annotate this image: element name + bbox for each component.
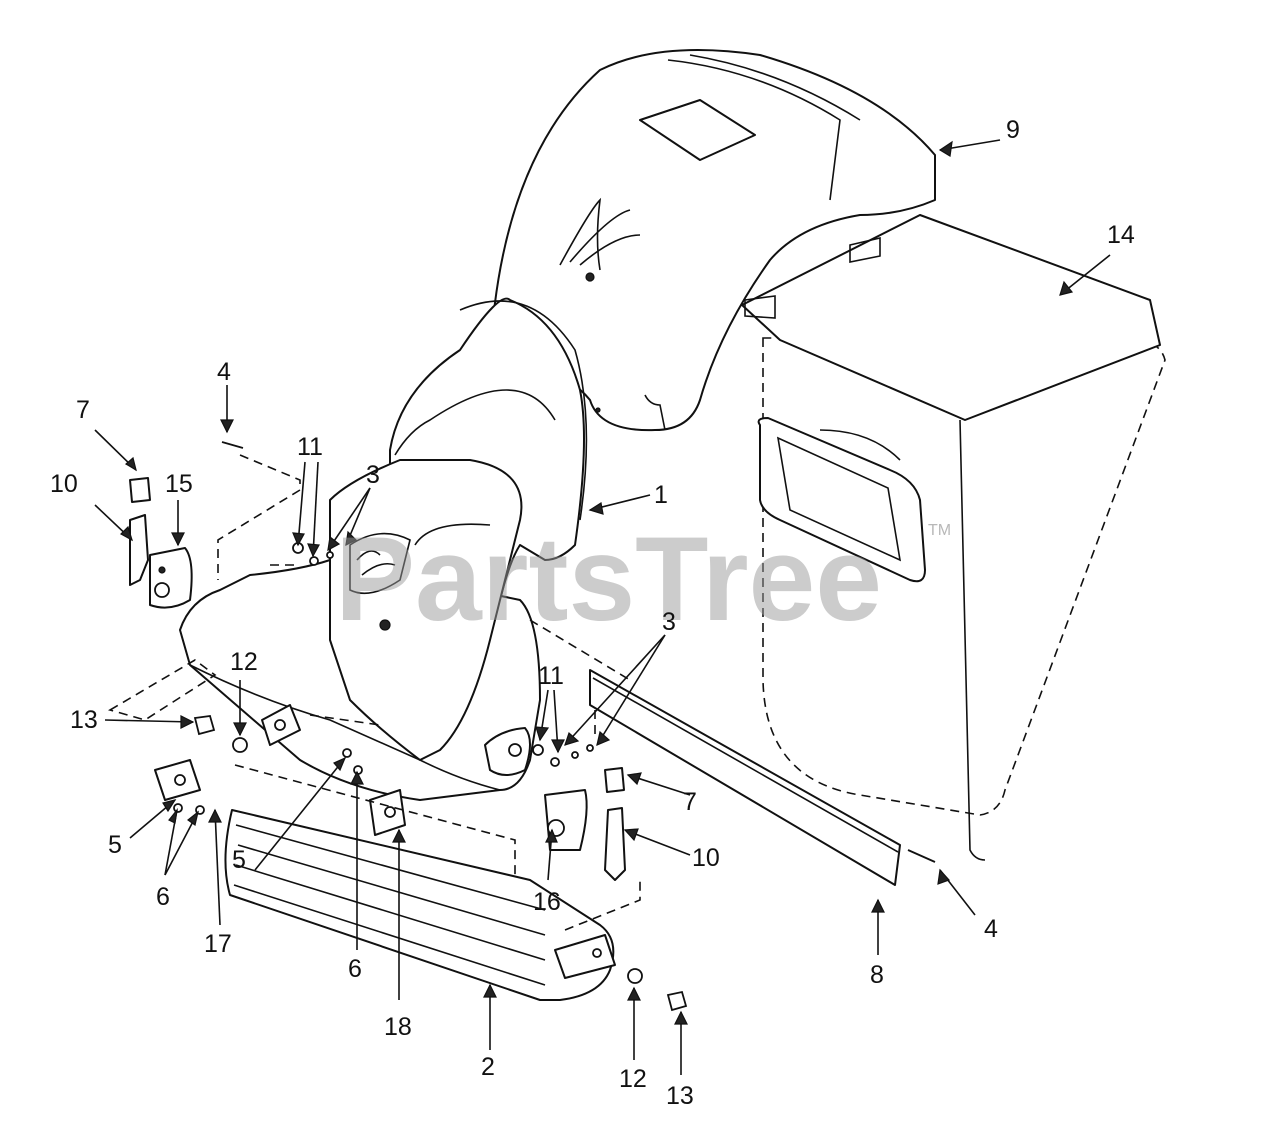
watermark-trademark: TM bbox=[928, 522, 951, 539]
callout-11-left: 11 bbox=[297, 433, 323, 461]
callout-13-right: 13 bbox=[666, 1082, 694, 1110]
callout-2: 2 bbox=[481, 1053, 495, 1081]
roller-end-plate bbox=[261, 704, 616, 979]
lever-right bbox=[604, 767, 626, 881]
callout-10-right: 10 bbox=[692, 844, 720, 872]
callout-1: 1 bbox=[654, 481, 668, 509]
callout-5-left: 5 bbox=[108, 831, 122, 859]
callout-17: 17 bbox=[204, 930, 232, 958]
callout-4-top: 4 bbox=[217, 358, 231, 386]
collection-bag bbox=[741, 214, 1166, 861]
bearing-plate-right bbox=[484, 727, 588, 851]
callout-12-right: 12 bbox=[619, 1065, 647, 1093]
front-skirt bbox=[224, 809, 615, 1001]
callout-11-right: 11 bbox=[538, 662, 564, 690]
callout-3-right: 3 bbox=[662, 608, 676, 636]
assembly-lines bbox=[107, 454, 641, 931]
callout-7-left: 7 bbox=[76, 396, 90, 424]
mount-bracket-18 bbox=[369, 789, 406, 836]
side-rail bbox=[589, 669, 901, 886]
arrowheads bbox=[120, 140, 1074, 1025]
blower-housing bbox=[179, 459, 541, 801]
callout-4-right: 4 bbox=[984, 915, 998, 943]
bearing-plate-left bbox=[149, 547, 193, 609]
lever-left bbox=[129, 477, 151, 586]
callout-16: 16 bbox=[533, 888, 561, 916]
callout-10-left: 10 bbox=[50, 470, 78, 498]
callout-12-left: 12 bbox=[230, 648, 258, 676]
callout-5-center: 5 bbox=[232, 846, 246, 874]
callout-6-center: 6 bbox=[348, 955, 362, 983]
hardware-fasteners bbox=[173, 441, 936, 1012]
hood-cover bbox=[489, 49, 936, 432]
callout-14: 14 bbox=[1107, 221, 1135, 249]
callout-6-left: 6 bbox=[156, 883, 170, 911]
mount-bracket-17 bbox=[154, 759, 201, 801]
callout-8: 8 bbox=[870, 961, 884, 989]
callout-7-right: 7 bbox=[683, 788, 697, 816]
callout-13-left: 13 bbox=[70, 706, 98, 734]
callout-labels: 9 14 4 7 11 3 1 10 15 12 3 11 13 7 5 10 … bbox=[50, 116, 1135, 1110]
callout-3-left: 3 bbox=[366, 461, 380, 489]
callout-18: 18 bbox=[384, 1013, 412, 1041]
callout-15: 15 bbox=[165, 470, 193, 498]
watermark-text: PartsTree bbox=[335, 512, 882, 646]
callout-9: 9 bbox=[1006, 116, 1020, 144]
